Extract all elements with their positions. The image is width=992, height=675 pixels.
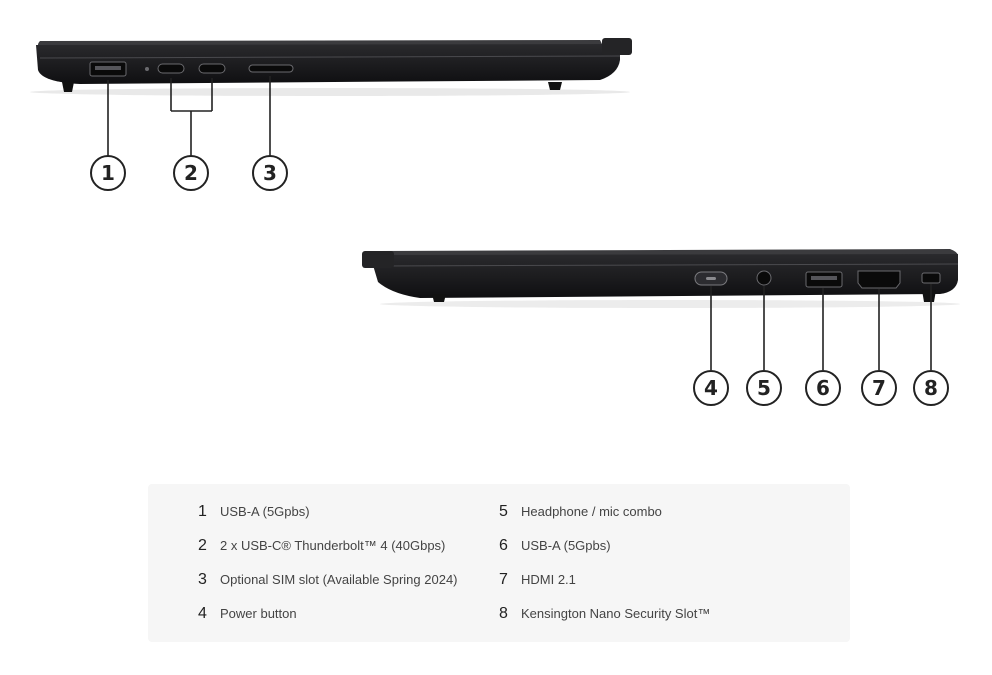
legend-label: Power button <box>220 606 297 621</box>
hdmi-port-icon <box>857 270 901 289</box>
callout-3: 3 <box>252 155 288 191</box>
legend-number: 6 <box>499 537 508 554</box>
legend-number: 7 <box>499 571 508 588</box>
legend-column-left: 1 USB-A (5Gpbs) 2 2 x USB-C® Thunderbolt… <box>198 503 458 639</box>
legend-item: 6 USB-A (5Gpbs) <box>499 537 710 571</box>
callouts-left: 1 2 3 <box>90 155 288 191</box>
legend-column-right: 5 Headphone / mic combo 6 USB-A (5Gpbs) … <box>499 503 710 639</box>
legend-number: 5 <box>499 503 508 520</box>
foot-front <box>62 82 74 92</box>
foot-rear-2 <box>432 294 446 302</box>
legend-number: 8 <box>499 605 508 622</box>
legend-item: 8 Kensington Nano Security Slot™ <box>499 605 710 639</box>
laptop-left-side-view <box>30 38 632 156</box>
callouts-right: 4 5 6 7 8 <box>693 370 949 406</box>
callout-2-number: 2 <box>184 161 198 185</box>
legend-item: 4 Power button <box>198 605 458 639</box>
legend-label: USB-A (5Gpbs) <box>220 504 310 519</box>
hinge <box>602 38 632 55</box>
callout-8: 8 <box>913 370 949 406</box>
power-button-highlight <box>706 277 716 280</box>
legend-item: 1 USB-A (5Gpbs) <box>198 503 458 537</box>
callout-1: 1 <box>90 155 126 191</box>
usb-a-tongue <box>95 66 121 70</box>
headphone-jack-icon <box>756 270 772 286</box>
callout-2: 2 <box>173 155 209 191</box>
indicator-led-icon <box>145 67 149 71</box>
callout-7-number: 7 <box>872 376 886 400</box>
security-slot-icon <box>921 272 941 284</box>
seam-line <box>39 55 621 59</box>
callout-4: 4 <box>693 370 729 406</box>
callout-5: 5 <box>746 370 782 406</box>
legend-label: Optional SIM slot (Available Spring 2024… <box>220 572 458 587</box>
legend-item: 2 2 x USB-C® Thunderbolt™ 4 (40Gbps) <box>198 537 458 571</box>
hinge-2 <box>362 251 394 268</box>
laptop-chassis <box>36 44 620 84</box>
callout-4-number: 4 <box>704 376 718 400</box>
legend-label: Headphone / mic combo <box>521 504 662 519</box>
callout-1-number: 1 <box>101 161 115 185</box>
callout-5-number: 5 <box>757 376 771 400</box>
foot-front-2 <box>922 290 936 302</box>
laptop-right-side-view <box>362 249 960 370</box>
usb-a-tongue-2 <box>811 276 837 280</box>
legend-item: 5 Headphone / mic combo <box>499 503 710 537</box>
leader-lines-right <box>710 284 932 370</box>
seam-line-2 <box>371 263 959 267</box>
legend-number: 1 <box>198 503 207 520</box>
callout-6: 6 <box>805 370 841 406</box>
callout-6-number: 6 <box>816 376 830 400</box>
floor-shadow <box>30 88 630 96</box>
callout-3-number: 3 <box>263 161 277 185</box>
sim-slot-icon <box>248 64 294 73</box>
legend-label: 2 x USB-C® Thunderbolt™ 4 (40Gbps) <box>220 538 446 553</box>
legend-number: 3 <box>198 571 207 588</box>
legend-label: HDMI 2.1 <box>521 572 576 587</box>
legend-item: 3 Optional SIM slot (Available Spring 20… <box>198 571 458 605</box>
callout-8-number: 8 <box>924 376 938 400</box>
floor-shadow-2 <box>380 300 960 308</box>
leader-lines-left <box>107 76 271 156</box>
legend-label: USB-A (5Gpbs) <box>521 538 611 553</box>
callout-7: 7 <box>861 370 897 406</box>
laptop-side-views: 1 2 3 4 5 6 <box>30 38 960 406</box>
legend-number: 4 <box>198 605 207 622</box>
legend-number: 2 <box>198 537 207 554</box>
usb-c-port-1-icon <box>157 63 185 74</box>
usb-c-port-2-icon <box>198 63 226 74</box>
legend-item: 7 HDMI 2.1 <box>499 571 710 605</box>
foot-rear <box>548 82 562 90</box>
legend-label: Kensington Nano Security Slot™ <box>521 606 711 621</box>
ports-legend: 1 USB-A (5Gpbs) 2 2 x USB-C® Thunderbolt… <box>148 484 850 642</box>
